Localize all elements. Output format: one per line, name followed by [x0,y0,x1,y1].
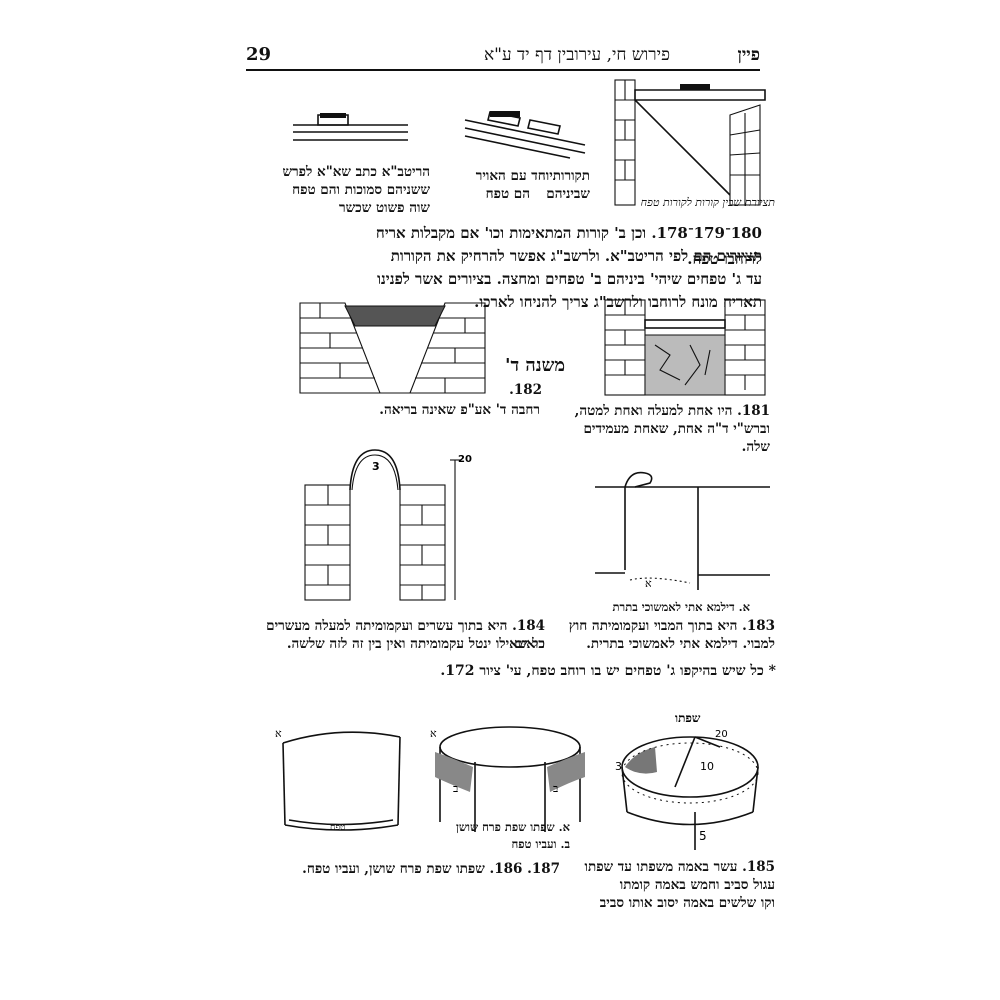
figure-186-drawing: א ב ב [430,726,585,832]
figure-top-left-caption-2: ששניהם סמוכות והם טפח [292,182,430,198]
paragraph-line-2: תציורים הם לפי הריטב"א. ולרשב"ג אפשר להר… [390,247,762,265]
figure-183-sublabel: א. דילמא אתי לאמשוכי בתרת [612,600,750,614]
figure-182-number: 182. [509,382,542,398]
figure-185-label-20: 20 [715,729,728,740]
figure-slanted-beams [464,111,586,159]
figure-185-caption-3: וקו שלשים באמה יסוב אותו סביב [599,895,775,911]
figure-181-caption-1: 181. היו אחת למעלה ואחת למטה, [574,403,770,419]
paragraph-line-4: תאריח מונח לרוחבו ולרשב"ג צריך להניחו לא… [474,293,762,311]
figure-182-heading: משנה ד' [504,355,565,376]
figure-185-label-3: 3 [615,760,622,773]
header-rule [246,69,760,71]
footnote: * כל שיש בהיקפו ג' טפחים יש בו רוחב טפח,… [440,663,776,679]
paragraph-line-3: עד ג' טפחים שיהי' ביניהם ב' טפחים ומחצה.… [377,270,762,288]
paragraph-line-1: 180־179־178. וכן ב' קורות המתאימות וכו' … [375,224,762,269]
figure-top-middle-caption-1: תקורותיוחד עם האויר שביניהם [475,168,590,203]
figure-185-drawing: שפתו 20 10 3 5 [615,711,759,850]
figure-184-caption-1: 184. היא בתוך עשרים ועקמומיתה למעלה מעשר… [266,618,545,653]
figure-182-drawing [299,302,486,394]
figure-187-label-a: א [275,727,282,740]
figure-183-caption-1: 183. היא בתוך המבוי ועקמומיתה חוץ [568,618,775,634]
figure-184-drawing: 20 3 [304,449,472,601]
figure-186-label-b-right: ב [553,782,558,795]
figure-186-sublabel-a: א. שפתו שפת פרח שושן [455,820,570,834]
header-label: פיין [737,45,761,65]
figure-186-label-a: א [430,727,437,740]
figure-181-drawing [604,299,766,396]
figure-182-caption: רחבה ד' אע"פ שאינה בריאה. [379,402,540,418]
figure-185-caption-1: 185. עשר באמה משפתו עד שפתו [584,859,775,875]
page-number: 29 [246,44,272,65]
caption-186-187: 187. 186. שפתו שפת פרח שושן, ועביו טפח. [302,861,560,877]
figure-top-right-caption: תציורת שבין קורות לקורות טפח [640,196,775,209]
figure-184-caption-2: כל שאילו ינטל עקמומיתה ואין בין זה לזה ש… [286,636,545,652]
figure-183-drawing: א [595,471,770,590]
figure-185-label-5: 5 [699,829,707,843]
figure-187-base-label: טפח [330,823,345,833]
figure-183-inner-label: א [645,577,652,590]
running-title: פירוש חי, עירובין דף יד ע"א [483,45,670,65]
figure-185-label-10: 10 [700,760,714,773]
figure-wall-beam [614,79,766,206]
figure-184-label-3: 3 [372,460,380,473]
figure-186-label-b-left: ב [453,782,458,795]
figure-top-middle-caption-2: הם טפח [485,186,530,202]
figure-185-caption-2: עגול סביב וחמש באמה קומתו [619,877,775,893]
figure-top-left-caption-1: הריטב"א כתב שא"א לפרש [282,164,430,180]
figure-186-sublabel-b: ב. ועביו טפח [511,837,570,851]
figure-184-label-20: 20 [458,454,472,465]
figure-top-left-caption-3: שוה פשוט שכשר [338,200,430,216]
figure-flat-beams [293,113,408,141]
figure-181-caption-2: וברש"י ד"ה אחת, שאחת מעמידים שלה. [583,421,771,456]
figure-183-caption-2: למבוי. דילמא אתי לאמשוכי בתרית. [586,636,775,652]
figure-187-drawing: א טפח [275,727,401,833]
figure-185-label-top: שפתו [675,711,701,725]
